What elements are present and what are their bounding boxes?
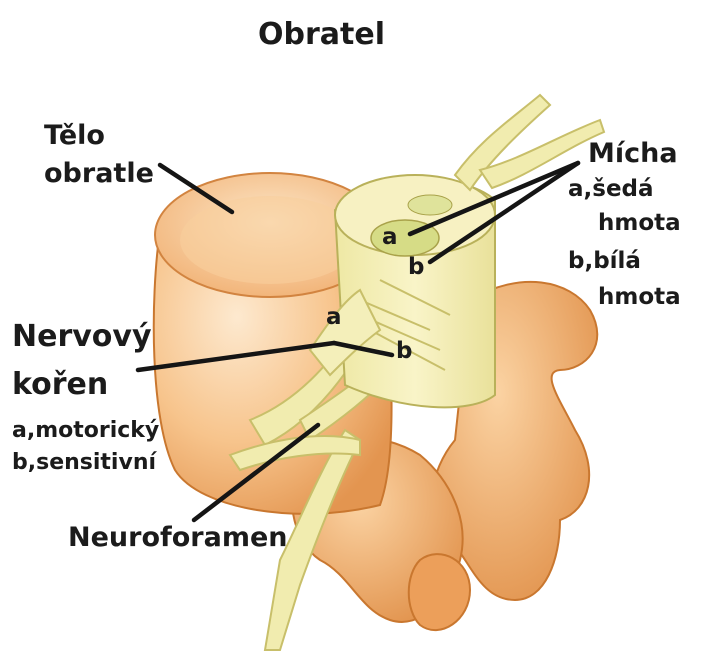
- label-root-b: b: [396, 340, 412, 363]
- label-micha-a2: hmota: [598, 212, 681, 235]
- label-nervovy: Nervový: [12, 322, 152, 352]
- label-koren: kořen: [12, 370, 108, 400]
- label-telo-line2: obratle: [44, 160, 154, 187]
- label-micha-b2: hmota: [598, 286, 681, 309]
- label-micha-b: b,bílá: [568, 250, 641, 273]
- label-root-a: a: [326, 306, 342, 329]
- label-cord-a: a: [382, 226, 398, 249]
- label-cord-b: b: [408, 256, 424, 279]
- label-root-sub-b: b,sensitivní: [12, 452, 156, 474]
- label-neuroforamen: Neuroforamen: [68, 524, 288, 551]
- label-root-sub-a: a,motorický: [12, 420, 159, 442]
- title: Obratel: [258, 20, 385, 50]
- label-micha: Mícha: [588, 140, 678, 167]
- label-micha-a: a,šedá: [568, 178, 654, 201]
- label-telo-line1: Tělo: [44, 122, 105, 149]
